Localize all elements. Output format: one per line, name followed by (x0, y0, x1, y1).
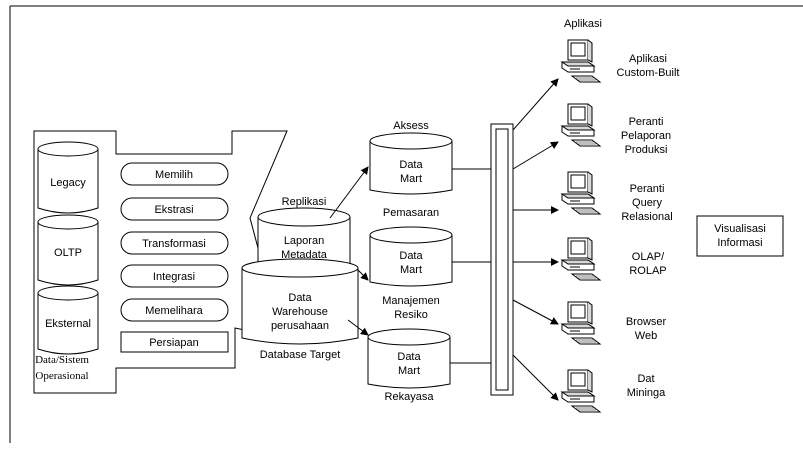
svg-text:Data: Data (399, 159, 423, 171)
svg-text:Peranti: Peranti (630, 183, 665, 195)
svg-text:Informasi: Informasi (717, 237, 762, 249)
risk-caption-line1: Manajemen (382, 295, 439, 307)
app-mining-computer-icon (561, 369, 601, 413)
app-olap-label: OLAP/ ROLAP (629, 251, 666, 277)
data-mart-risk: Data Mart (369, 226, 453, 287)
app-mining-label: Dat Mininga (627, 373, 666, 399)
source-panel-title-line1: Data/Sistem (35, 354, 89, 366)
access-label: Aksess (393, 120, 429, 132)
svg-text:Relasional: Relasional (621, 211, 672, 223)
metadata-database: Laporan Metadata (257, 207, 351, 266)
svg-text:Metadata: Metadata (281, 249, 328, 261)
svg-text:Mininga: Mininga (627, 387, 666, 399)
svg-text:Peranti: Peranti (629, 116, 664, 128)
svg-text:Mart: Mart (400, 264, 422, 276)
svg-text:Ekstrasi: Ekstrasi (154, 204, 193, 216)
process-integrate: Integrasi (120, 264, 229, 288)
svg-text:Data: Data (399, 250, 423, 262)
svg-text:Visualisasi: Visualisasi (714, 223, 766, 235)
svg-text:Warehouse: Warehouse (272, 306, 328, 318)
visualization-box: Visualisasi Informasi (696, 215, 784, 257)
svg-text:Memilih: Memilih (155, 169, 193, 181)
oltp-database: OLTP (37, 214, 99, 286)
svg-text:Query: Query (632, 197, 662, 209)
process-extract: Ekstrasi (120, 197, 229, 221)
arrow-to-engineering-mart (347, 319, 369, 336)
marketing-caption: Pemasaran (383, 207, 439, 219)
app-browser-label: Browser Web (626, 316, 667, 342)
data-mart-marketing: Data Mart (369, 132, 453, 195)
replication-label: Replikasi (282, 196, 327, 208)
svg-text:Persiapan: Persiapan (149, 337, 199, 349)
svg-text:Pelaporan: Pelaporan (621, 130, 671, 142)
svg-text:Produksi: Produksi (625, 144, 668, 156)
oltp-label: OLTP (54, 247, 82, 259)
external-database: Eksternal (37, 285, 99, 355)
app-reporting-label: Peranti Pelaporan Produksi (621, 116, 671, 156)
database-target-label: Database Target (260, 349, 341, 361)
svg-text:Memelihara: Memelihara (145, 305, 203, 317)
legacy-label: Legacy (50, 177, 86, 189)
app-custom-label: Aplikasi Custom-Built (617, 53, 680, 79)
process-maintain: Memelihara (120, 298, 229, 322)
svg-text:OLAP/: OLAP/ (632, 251, 665, 263)
engineering-caption: Rekayasa (385, 391, 435, 403)
svg-text:perusahaan: perusahaan (271, 320, 329, 332)
access-bus-bar (490, 123, 514, 396)
svg-text:Custom-Built: Custom-Built (617, 67, 680, 79)
arrow-to-marketing-mart (329, 166, 369, 219)
svg-text:Aplikasi: Aplikasi (629, 53, 667, 65)
app-query-label: Peranti Query Relasional (621, 183, 672, 223)
svg-text:Data: Data (288, 292, 312, 304)
legacy-database: Legacy (37, 141, 99, 214)
source-panel-title-line2: Operasional (35, 370, 88, 382)
svg-text:Browser: Browser (626, 316, 667, 328)
arrow-to-app-browser (512, 299, 559, 325)
process-transform: Transformasi (120, 231, 229, 255)
svg-text:ROLAP: ROLAP (629, 265, 666, 277)
svg-text:Transformasi: Transformasi (142, 238, 206, 250)
arrow-to-app-custom (512, 78, 559, 131)
svg-text:Mart: Mart (400, 173, 422, 185)
svg-text:Dat: Dat (637, 373, 654, 385)
app-custom-computer-icon (561, 39, 601, 83)
app-olap-computer-icon (561, 237, 601, 281)
svg-text:Web: Web (635, 330, 657, 342)
external-label: Eksternal (45, 318, 91, 330)
app-reporting-computer-icon (561, 103, 601, 147)
app-query-computer-icon (561, 171, 601, 215)
svg-text:Integrasi: Integrasi (153, 271, 195, 283)
process-select: Memilih (120, 162, 229, 186)
enterprise-warehouse-database: Data Warehouse perusahaan (241, 258, 359, 345)
risk-caption-line2: Resiko (394, 309, 428, 321)
arrow-to-app-mining (512, 354, 559, 401)
svg-text:Laporan: Laporan (284, 235, 324, 247)
preparation-box: Persiapan (120, 331, 229, 353)
arrow-to-app-reporting (512, 141, 559, 170)
applications-header: Aplikasi (564, 18, 602, 30)
data-mart-engineering: Data Mart (367, 328, 451, 389)
app-browser-computer-icon (561, 301, 601, 345)
arrow-to-risk-mart (357, 269, 369, 281)
svg-text:Mart: Mart (398, 365, 420, 377)
svg-text:Data: Data (397, 351, 421, 363)
